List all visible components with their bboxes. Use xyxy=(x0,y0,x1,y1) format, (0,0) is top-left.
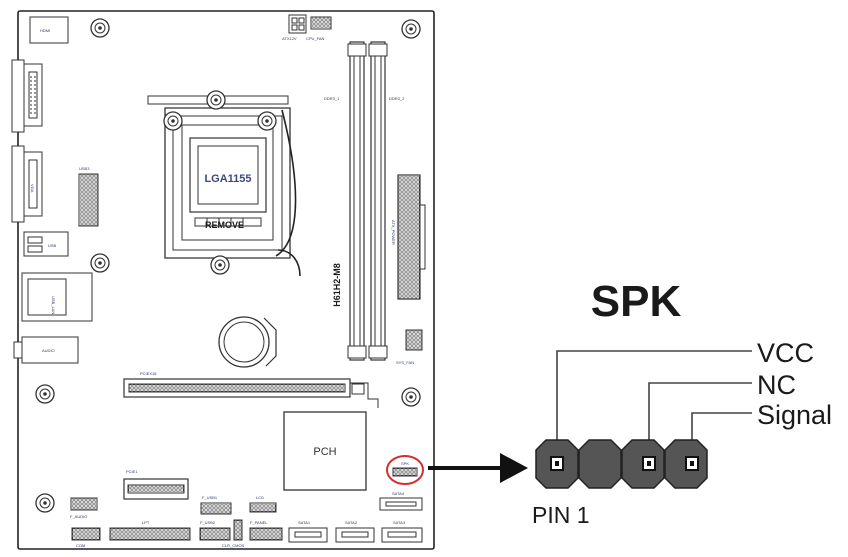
mounting-hole-icon xyxy=(401,19,421,39)
atx12v-label: ATX12V xyxy=(282,36,297,41)
pointer-arrow-icon xyxy=(428,453,528,483)
sata1-label: SATA1 xyxy=(298,520,311,525)
audio-jack xyxy=(21,336,79,364)
board-model-label: H61H2-M8 xyxy=(332,263,342,307)
sys-fan-label: SYS_FAN xyxy=(396,360,414,365)
pin-label-nc: NC xyxy=(757,370,796,400)
usb3-header xyxy=(78,173,99,227)
motherboard: HDMI VGA USB3 USB USB_LAN AUDIO xyxy=(11,10,435,550)
spk-board-label: SPK xyxy=(401,461,409,466)
audio-label: AUDIO xyxy=(42,348,55,353)
lpt-label: LPT xyxy=(142,520,150,525)
pch-chip xyxy=(283,411,367,491)
vcc-leader-line xyxy=(556,350,752,441)
signal-leader-line xyxy=(691,412,752,441)
atx-power-connector xyxy=(397,174,426,300)
mounting-hole-icon xyxy=(35,493,55,513)
mounting-hole-icon xyxy=(210,255,230,275)
spk-highlight-circle xyxy=(386,455,424,485)
sata2-port xyxy=(335,527,375,543)
f-usb1-label: F_USB1 xyxy=(202,495,218,500)
socket-remove-label: REMOVE xyxy=(205,220,244,230)
connector-pin-1 xyxy=(535,439,579,489)
nc-leader-line xyxy=(648,382,752,441)
com-label: COM xyxy=(76,543,85,548)
dimm2-label: DDR3_2 xyxy=(389,96,405,101)
cpu-socket-label: LGA1155 xyxy=(204,173,251,185)
serial-port xyxy=(11,59,43,133)
hdmi-label: HDMI xyxy=(40,28,50,33)
pcie-x16-slot xyxy=(123,378,379,408)
atx-power-label: ATX_POWER xyxy=(391,220,396,245)
f-usb2-header xyxy=(199,527,231,541)
com-header xyxy=(71,527,101,541)
vga-label: VGA xyxy=(30,184,35,193)
pcie16-label: PCIEX16 xyxy=(140,371,157,376)
sata4-label: SATA4 xyxy=(392,491,405,496)
usb3-label: USB3 xyxy=(79,166,90,171)
f-audio-header xyxy=(70,497,98,511)
lan-label: USB_LAN xyxy=(51,296,56,314)
chipset-label: PCH xyxy=(313,446,336,458)
lcd-header xyxy=(249,502,277,513)
connector-pin-4 xyxy=(664,439,708,489)
connector-pin-3 xyxy=(621,439,665,489)
dimm-slot-1 xyxy=(347,41,367,361)
spk-connector-detail: SPK VCC NC Signal PIN 1 xyxy=(532,277,832,528)
spk-header-on-board: SPK xyxy=(392,461,418,477)
mounting-hole-icon xyxy=(206,90,226,110)
cmos-battery xyxy=(218,316,277,368)
connector-pin-2-keyed xyxy=(578,439,622,489)
vga-port: VGA xyxy=(11,145,43,223)
mounting-hole-icon xyxy=(163,111,183,131)
f-usb1-header xyxy=(200,502,232,515)
sata2-label: SATA2 xyxy=(345,520,358,525)
connector-title: SPK xyxy=(591,277,682,326)
f-audio-label: F_AUDIO xyxy=(70,514,87,519)
sys-fan-header xyxy=(405,329,423,351)
clr-cmos-jumper xyxy=(233,519,243,541)
sata1-port xyxy=(288,527,328,543)
cpu-fan-header xyxy=(310,16,332,30)
f-panel-label: F_PANEL xyxy=(250,520,268,525)
usb-label: USB xyxy=(48,243,57,248)
mounting-hole-icon xyxy=(257,111,277,131)
pcie1-slot xyxy=(123,478,189,500)
mounting-hole-icon xyxy=(90,18,110,38)
pin-label-signal: Signal xyxy=(757,400,832,430)
cpu-fan-label: CPU_FAN xyxy=(306,36,325,41)
sata3-port xyxy=(381,527,423,543)
mounting-hole-icon xyxy=(35,384,55,404)
hdmi-port xyxy=(29,16,69,44)
f-panel-header xyxy=(249,527,283,541)
dimm1-label: DDR3_1 xyxy=(324,96,340,101)
f-usb2-label: F_USB2 xyxy=(200,520,216,525)
sata3-label: SATA3 xyxy=(393,520,406,525)
pcie1-label: PCIE1 xyxy=(126,469,138,474)
pin-label-vcc: VCC xyxy=(757,338,814,368)
mounting-hole-icon xyxy=(401,387,421,407)
mounting-hole-icon xyxy=(90,253,110,273)
lcd-label: LCD xyxy=(256,495,264,500)
pin1-label: PIN 1 xyxy=(532,502,590,528)
lpt-header xyxy=(109,527,191,541)
clr-cmos-label: CLR_CMOS xyxy=(222,543,245,548)
dimm-slot-2 xyxy=(368,41,388,361)
cpu-socket xyxy=(147,95,301,277)
